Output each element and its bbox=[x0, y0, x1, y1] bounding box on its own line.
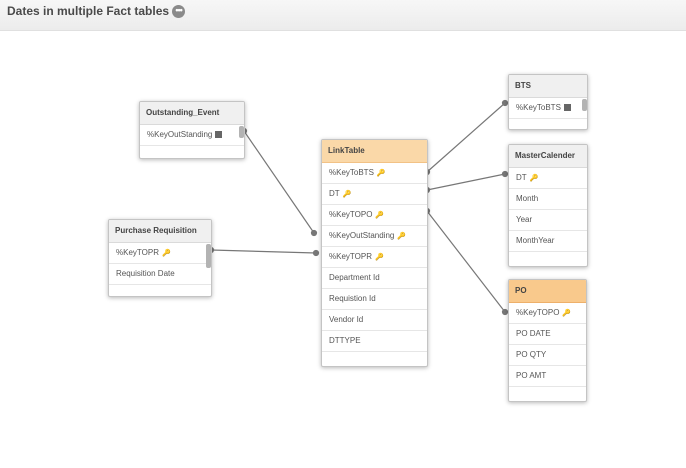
field-label: Month bbox=[516, 194, 539, 203]
key-icon: 🔑 bbox=[375, 212, 385, 219]
field-label: Year bbox=[516, 215, 533, 224]
field-row[interactable]: Requisition Date bbox=[109, 264, 211, 285]
field-row[interactable]: %KeyToBTS🔑 bbox=[322, 163, 427, 184]
field-row[interactable]: %KeyTOPR🔑 bbox=[322, 247, 427, 268]
link-purchase-requisition bbox=[210, 249, 317, 254]
field-row[interactable]: MonthYear bbox=[509, 231, 587, 252]
field-row[interactable]: %KeyTOPO🔑 bbox=[322, 205, 427, 226]
table-purchase-requisition[interactable]: Purchase Requisition %KeyTOPR🔑 Requisiti… bbox=[108, 219, 212, 297]
table-title: BTS bbox=[509, 75, 587, 98]
field-label: %KeyOutStanding bbox=[147, 130, 213, 139]
scrollbar[interactable] bbox=[239, 126, 244, 138]
field-label: DT bbox=[329, 189, 340, 198]
field-label: %KeyToBTS bbox=[516, 103, 561, 112]
field-row[interactable]: %KeyTOPO🔑 bbox=[509, 303, 586, 324]
field-label: %KeyTOPR bbox=[329, 252, 372, 261]
table-bts[interactable]: BTS %KeyToBTS bbox=[508, 74, 588, 130]
field-row[interactable]: %KeyToBTS bbox=[509, 98, 587, 119]
key-icon: 🔑 bbox=[397, 233, 407, 240]
field-label: %KeyTOPR bbox=[116, 248, 159, 257]
field-label: %KeyToBTS bbox=[329, 168, 374, 177]
table-master-calender[interactable]: MasterCalender DT🔑 Month Year MonthYear bbox=[508, 144, 588, 267]
page-title: Dates in multiple Fact tables••• bbox=[7, 4, 186, 19]
field-label: Department Id bbox=[329, 273, 380, 282]
field-row[interactable]: Requistion Id bbox=[322, 289, 427, 310]
field-row[interactable]: %KeyTOPR🔑 bbox=[109, 243, 211, 264]
field-label: PO DATE bbox=[516, 329, 551, 338]
field-label: %KeyTOPO bbox=[329, 210, 373, 219]
key-icon: 🔑 bbox=[374, 254, 384, 261]
key-icon: 🔑 bbox=[376, 170, 386, 177]
field-row[interactable]: PO QTY bbox=[509, 345, 586, 366]
link-master-calender bbox=[426, 173, 506, 191]
field-row[interactable]: Vendor Id bbox=[322, 310, 427, 331]
calendar-icon bbox=[215, 131, 223, 139]
field-row[interactable]: Month bbox=[509, 189, 587, 210]
key-icon: 🔑 bbox=[342, 191, 352, 198]
field-label: Vendor Id bbox=[329, 315, 364, 324]
field-row[interactable]: DT🔑 bbox=[322, 184, 427, 205]
link-bts bbox=[426, 102, 506, 173]
field-label: %KeyOutStanding bbox=[329, 231, 395, 240]
field-label: Requisition Date bbox=[116, 269, 175, 278]
field-row[interactable]: %KeyOutStanding bbox=[140, 125, 244, 146]
field-row[interactable]: %KeyOutStanding🔑 bbox=[322, 226, 427, 247]
scrollbar[interactable] bbox=[206, 244, 211, 268]
field-row[interactable]: PO DATE bbox=[509, 324, 586, 345]
key-icon: 🔑 bbox=[161, 250, 171, 257]
calendar-icon bbox=[563, 104, 571, 112]
table-outstanding-event[interactable]: Outstanding_Event %KeyOutStanding bbox=[139, 101, 245, 159]
field-label: %KeyTOPO bbox=[516, 308, 560, 317]
table-title: Outstanding_Event bbox=[140, 102, 244, 125]
field-row[interactable]: Department Id bbox=[322, 268, 427, 289]
page-title-text: Dates in multiple Fact tables bbox=[7, 4, 170, 18]
field-label: DTTYPE bbox=[329, 336, 361, 345]
field-label: PO QTY bbox=[516, 350, 547, 359]
table-link-table[interactable]: LinkTable %KeyToBTS🔑 DT🔑 %KeyTOPO🔑 %KeyO… bbox=[321, 139, 428, 367]
table-title: MasterCalender bbox=[509, 145, 587, 168]
field-row[interactable]: Year bbox=[509, 210, 587, 231]
table-title: PO bbox=[509, 280, 586, 303]
key-icon: 🔑 bbox=[529, 175, 539, 182]
field-row[interactable]: DT🔑 bbox=[509, 168, 587, 189]
table-title: Purchase Requisition bbox=[109, 220, 211, 243]
link-po bbox=[426, 210, 506, 313]
more-options-icon[interactable]: ••• bbox=[172, 5, 186, 19]
field-label: MonthYear bbox=[516, 236, 555, 245]
field-label: DT bbox=[516, 173, 527, 182]
field-label: Requistion Id bbox=[329, 294, 376, 303]
scrollbar[interactable] bbox=[582, 99, 587, 111]
key-icon: 🔑 bbox=[562, 310, 572, 317]
field-row[interactable]: PO AMT bbox=[509, 366, 586, 387]
table-title: LinkTable bbox=[322, 140, 427, 163]
table-po[interactable]: PO %KeyTOPO🔑 PO DATE PO QTY PO AMT bbox=[508, 279, 587, 402]
field-label: PO AMT bbox=[516, 371, 547, 380]
sheet-header: Dates in multiple Fact tables••• bbox=[0, 0, 686, 31]
field-row[interactable]: DTTYPE bbox=[322, 331, 427, 352]
link-outstanding bbox=[243, 130, 315, 234]
